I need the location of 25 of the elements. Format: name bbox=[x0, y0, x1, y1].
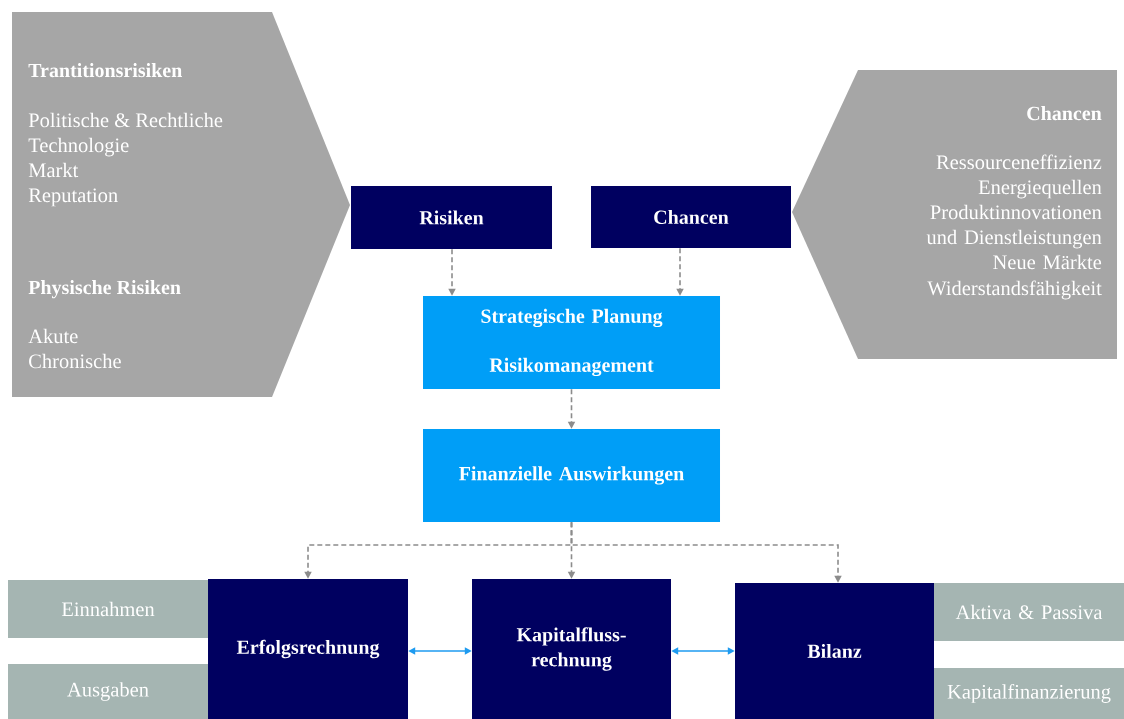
list-item: Reputation bbox=[28, 188, 118, 207]
item-box: Kapitalfinanzierung bbox=[934, 668, 1124, 719]
list-item: Chronische bbox=[29, 353, 121, 369]
list-item: Technologie bbox=[28, 137, 129, 157]
item-box: Aktiva & Passiva bbox=[934, 583, 1124, 641]
list-item: Markt bbox=[28, 162, 79, 178]
heading: Chancen bbox=[1027, 106, 1102, 121]
process-box: Risiken bbox=[351, 186, 552, 249]
list-item: Politische & Rechtliche bbox=[28, 112, 223, 128]
list-item: Produktinnovationen und Dienstleistungen bbox=[926, 204, 1102, 249]
list-item: Akute bbox=[28, 328, 78, 344]
item-box: Ausgaben bbox=[8, 664, 208, 719]
statement-box: Kapitalfluss-rechnung bbox=[472, 579, 671, 719]
process-box: Finanzielle Auswirkungen bbox=[423, 429, 720, 522]
statement-box: Bilanz bbox=[735, 583, 934, 719]
list-item: Ressourceneffizienz bbox=[936, 154, 1102, 170]
process-box: Strategische Planung Risikomanagement bbox=[423, 296, 720, 389]
item-box: Einnahmen bbox=[8, 580, 208, 638]
list-item: Widerstandsfähigkeit bbox=[927, 280, 1102, 300]
heading: Physische Risiken bbox=[28, 280, 181, 299]
statement-box: Erfolgsrechnung bbox=[208, 579, 408, 719]
list-item: Energiequellen bbox=[978, 179, 1102, 199]
process-box: Chancen bbox=[591, 186, 791, 248]
list-item: Neue Märkte bbox=[993, 254, 1102, 270]
heading: Trantitionsrisiken bbox=[28, 63, 182, 78]
